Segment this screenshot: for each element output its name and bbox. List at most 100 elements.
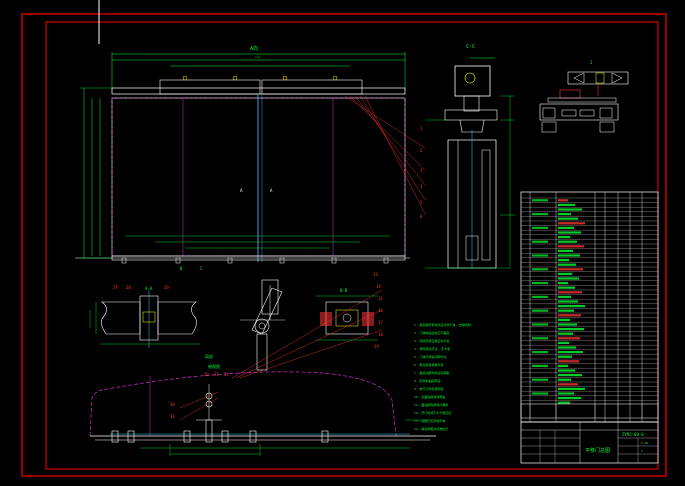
parts-list-code-text: [532, 378, 548, 381]
parts-list-cell-text: [558, 286, 575, 289]
svg-text:2: 2: [420, 148, 423, 153]
parts-list-cell-text: [558, 249, 573, 252]
note-11: 11. 面漆颜色按用户要求: [414, 402, 448, 407]
parts-list-cell-text: [558, 374, 582, 377]
parts-list-code-text: [532, 351, 548, 354]
svg-text:29: 29: [164, 285, 169, 290]
parts-list-code-text: [532, 309, 548, 312]
parts-list-code-text: [532, 199, 548, 202]
note-4: 4. 滑轮转动灵活, 无卡滞: [414, 346, 450, 351]
side-view: C-C 1 2 3 4 5 6: [420, 44, 515, 269]
drawing-name: 平移门总图: [585, 447, 610, 454]
parts-list-cell-text: [558, 199, 568, 202]
note-12: 12. 开门时间不大于规定值: [414, 410, 451, 415]
parts-list-cell-text: [558, 337, 580, 340]
front-view-label: A向: [250, 45, 258, 52]
parts-list-code-text: [532, 254, 548, 257]
note-13: 13. 试运行无异常声响: [414, 418, 445, 423]
technical-notes: 1. 装配前所有零件应清洗干净, 去除毛刺 2. 门体焊接后校正平面度 3. 导…: [414, 322, 471, 431]
parts-list-cell-text: [558, 369, 575, 372]
svg-text:27: 27: [113, 285, 118, 290]
parts-list-cell-text: [558, 305, 585, 308]
svg-text:B: B: [180, 266, 183, 271]
parts-list-cell-text: [558, 254, 580, 257]
parts-list-cell-text: [558, 323, 577, 326]
parts-list: [520, 191, 659, 423]
section-bb: B-B 13 14 15 16 17 18 19: [316, 272, 383, 349]
parts-list-cell-text: [558, 295, 571, 298]
parts-list-cell-text: [558, 355, 572, 358]
section-aa: A-A 27 28 29: [89, 285, 200, 348]
svg-text:21: 21: [214, 372, 219, 377]
detail-top-label: I: [590, 60, 593, 65]
plan-view-label: 俯视图: [208, 363, 220, 369]
parts-list-cell-text: [558, 231, 581, 234]
svg-text:4: 4: [420, 184, 423, 189]
svg-text:18: 18: [378, 332, 383, 337]
parts-list-code-text: [532, 337, 548, 340]
svg-text:20: 20: [204, 372, 209, 377]
parts-list-cell-text: [558, 236, 570, 239]
parts-list-cell-text: [558, 222, 585, 225]
svg-text:17: 17: [378, 320, 383, 325]
parts-list-cell-text: [558, 397, 581, 400]
parts-list-code-text: [532, 295, 548, 298]
svg-text:13: 13: [373, 272, 378, 277]
parts-list-cell-text: [558, 387, 585, 390]
parts-list-cell-text: [558, 277, 579, 280]
parts-list-code-text: [532, 213, 548, 216]
svg-text:28: 28: [126, 285, 131, 290]
svg-text:30: 30: [170, 402, 175, 407]
parts-list-cell-text: [558, 378, 571, 381]
parts-list-cell-text: [558, 346, 576, 349]
sheet-border-outer: [21, 13, 667, 477]
parts-list-cell-text: [558, 259, 569, 262]
parts-list-cell-text: [558, 272, 572, 275]
svg-text:○○○: ○○○: [255, 55, 261, 59]
parts-list-cell-text: [558, 392, 574, 395]
parts-list-cell-text: [558, 282, 568, 285]
svg-text:1: 1: [420, 126, 423, 131]
section-aa-label: A-A: [145, 286, 153, 291]
parts-list-cell-text: [558, 291, 582, 294]
svg-text:6: 6: [420, 214, 423, 219]
parts-list-code-text: [532, 323, 548, 326]
swing-arm-detail: 局部: [205, 279, 285, 371]
note-5: 5. 门体与导轨间隙均匀: [414, 354, 446, 359]
parts-list-cell-text: [558, 300, 578, 303]
note-9: 9. 电气元件安装牢固: [414, 386, 443, 391]
parts-list-code-text: [532, 240, 548, 243]
parts-list-cell-text: [558, 268, 583, 271]
parts-list-cell-text: [558, 328, 584, 331]
svg-text:22: 22: [224, 372, 229, 377]
side-view-label: C-C: [466, 44, 475, 50]
section-bb-label: B-B: [340, 288, 348, 293]
detail-top-view: I: [539, 60, 629, 133]
drawing-sheet: 1: [641, 449, 643, 453]
svg-text:5: 5: [420, 200, 423, 205]
parts-list-cell-text: [558, 208, 582, 211]
note-2: 2. 门体焊接后校正平面度: [414, 330, 449, 335]
note-7: 7. 各运动部件加注润滑脂: [414, 370, 449, 375]
revision-strip: [520, 403, 659, 419]
svg-text:15: 15: [378, 296, 383, 301]
parts-list-cell-text: [558, 341, 569, 344]
parts-list-code-text: [532, 282, 548, 285]
drawing-number: ZYMJ-00-0: [622, 432, 644, 437]
note-1: 1. 装配前所有零件应清洗干净, 去除毛刺: [414, 322, 471, 327]
svg-text:19: 19: [374, 344, 379, 349]
svg-text:14: 14: [376, 284, 381, 289]
svg-text:A: A: [240, 188, 243, 193]
parts-list-cell-text: [558, 332, 573, 335]
note-14: 14. 其余按相关标准执行: [414, 426, 448, 431]
parts-list-cell-text: [558, 240, 577, 243]
parts-list-cell-text: [558, 263, 576, 266]
svg-text:C: C: [200, 266, 203, 271]
parts-list-cell-text: [558, 351, 583, 354]
note-6: 6. 限位装置调整可靠: [414, 362, 443, 367]
parts-list-code-text: [532, 364, 548, 367]
svg-text:A: A: [270, 188, 273, 193]
parts-list-cell-text: [558, 245, 584, 248]
parts-list-cell-text: [558, 309, 574, 312]
